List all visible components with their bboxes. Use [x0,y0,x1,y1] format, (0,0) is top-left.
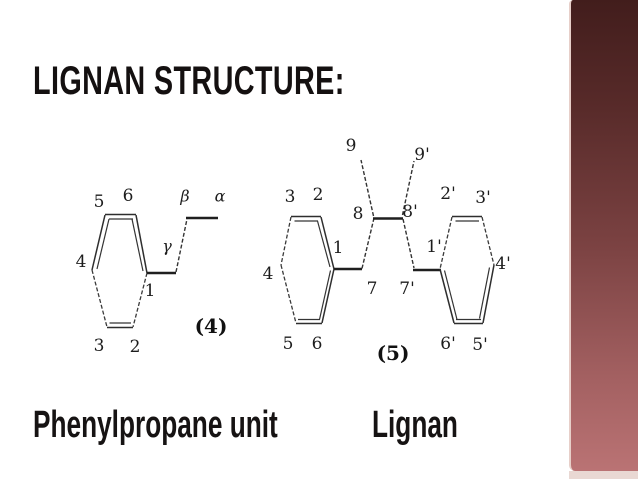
p5-atom-label-6: 6 [312,334,323,354]
p5-atom-label-1p: 1' [426,237,442,257]
propane-side-chain [147,216,218,275]
p5-atom-label-8: 8 [353,204,364,224]
lignan-structure-drawing: 9 9' 3 2 8 8' 2' 3' 1 1' 4 4' 7 7' 5 6 6… [263,136,511,365]
p5-atom-label-7p: 7' [399,279,415,299]
benzene-ring [91,213,148,329]
p5-atom-label-1: 1 [333,238,344,258]
p4-atom-label-5: 5 [94,192,105,212]
p4-atom-label-gamma: γ [162,237,172,256]
p5-atom-label-8p: 8' [402,202,418,222]
p5-atom-label-5p: 5' [472,335,488,355]
slide-title: LIGNAN STRUCTURE: [33,59,345,103]
p5-atom-label-4: 4 [263,264,274,284]
p5-atom-label-6p: 6' [440,334,456,354]
p4-atom-label-6: 6 [123,186,134,206]
p4-atom-label-1: 1 [145,281,156,301]
p4-atom-label-beta: β [179,187,189,206]
p5-atom-label-3p: 3' [475,188,491,208]
p5-atom-label-2p: 2' [440,184,456,204]
p4-atom-label-3: 3 [94,336,105,356]
p5-atom-label-9p: 9' [414,145,430,165]
p5-atom-label-5: 5 [283,334,294,354]
p4-atom-label-alpha: α [215,187,226,206]
p4-atom-label-4: 4 [76,252,87,272]
p5-atom-label-4p: 4' [495,254,511,274]
sidebar-footer-strip [569,471,638,479]
lignan-right-benzene-ring [439,215,495,325]
p5-atom-label-7: 7 [367,279,378,299]
phenylpropane-structure-drawing: 5 6 β α 4 γ 1 3 2 (4) [76,186,228,357]
lignan-central-chain [334,159,441,272]
caption-phenylpropane-unit: Phenylpropane unit [33,404,278,446]
figure-number-5: (5) [377,341,410,365]
p5-atom-label-9: 9 [346,136,357,156]
slide-design-sidebar [567,0,638,479]
lignan-left-benzene-ring [280,215,335,325]
p4-atom-label-2: 2 [130,337,141,357]
sidebar-gradient-panel [569,0,638,471]
p5-atom-label-2: 2 [313,185,324,205]
caption-lignan: Lignan [372,404,458,446]
p5-atom-label-3: 3 [285,187,296,207]
figure-number-4: (4) [195,314,228,338]
